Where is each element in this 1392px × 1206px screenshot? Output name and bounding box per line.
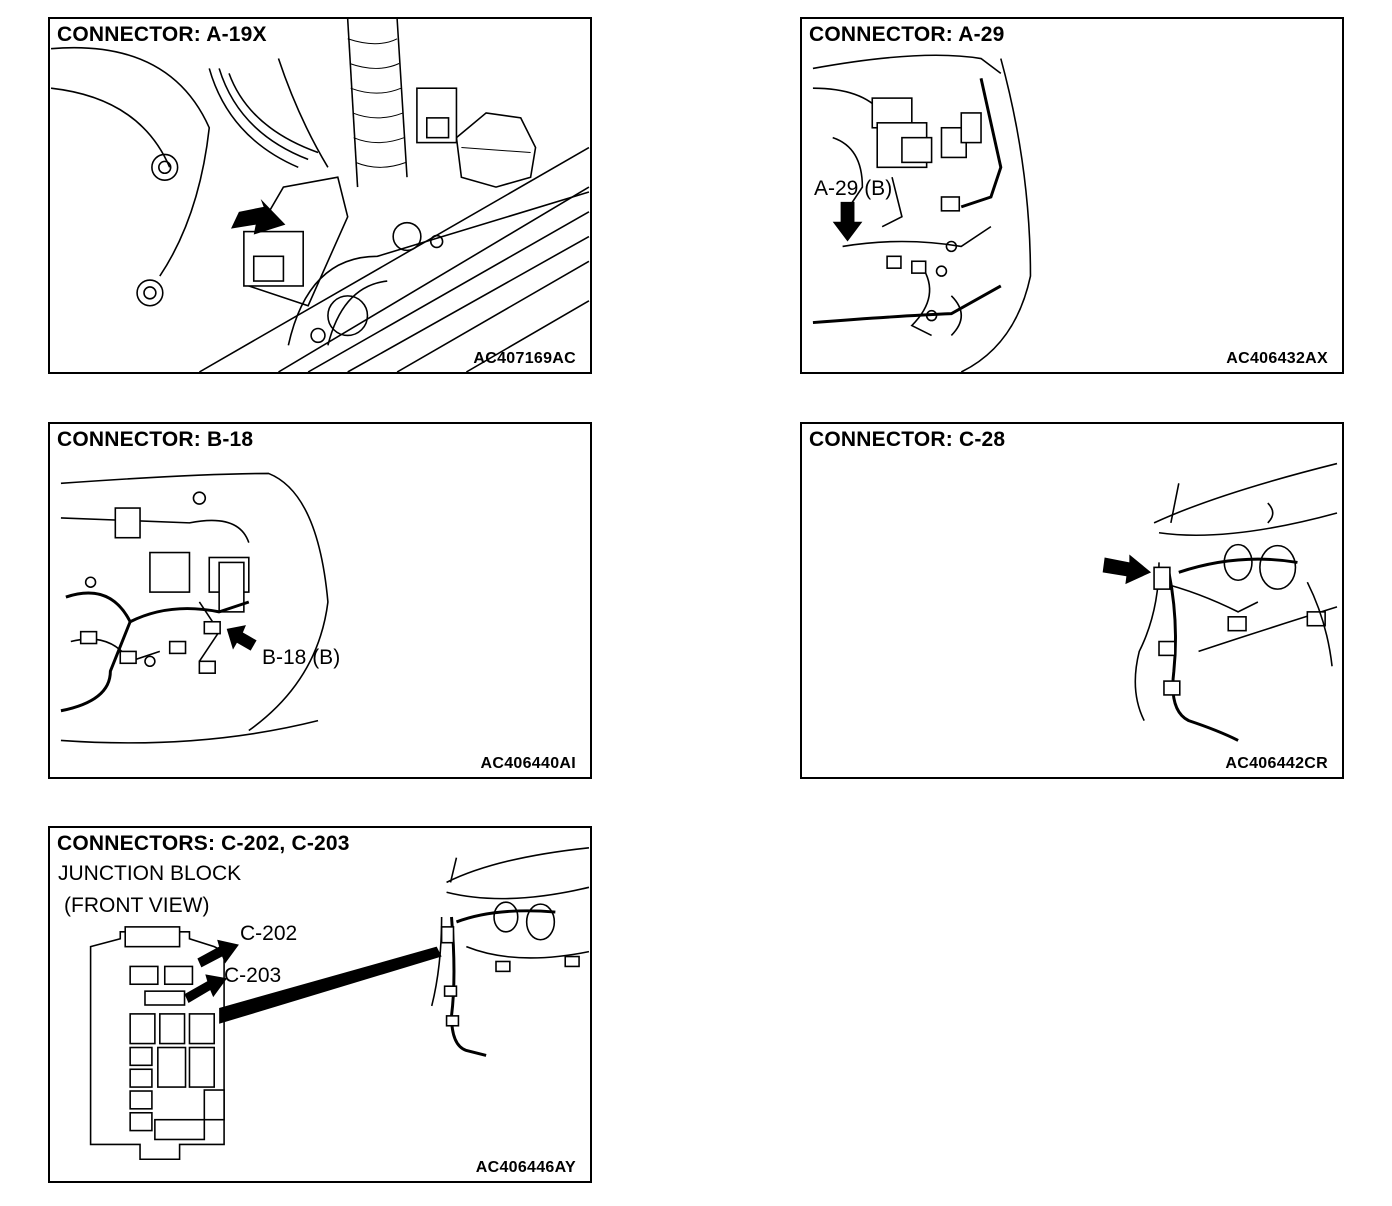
- c28-illustration: [1102, 462, 1338, 742]
- panel-connector-c28: CONNECTOR: C-28 AC406442CR: [800, 422, 1344, 779]
- callout-label: A-29 (B): [814, 177, 893, 200]
- callout-c202: C-202: [240, 922, 298, 945]
- panel-title: CONNECTORS: C-202, C-203: [57, 832, 350, 855]
- a19x-illustration: [50, 19, 590, 372]
- panel-title: CONNECTOR: B-18: [57, 428, 254, 451]
- b18-illustration: [60, 472, 329, 744]
- figure-code: AC406432AX: [1226, 350, 1328, 367]
- callout-label: B-18 (B): [262, 646, 341, 669]
- panel-title: CONNECTOR: A-19X: [57, 23, 267, 46]
- panel-connector-b18: CONNECTOR: B-18 B-18 (B) AC406440AI: [48, 422, 592, 779]
- figure-code: AC406442CR: [1225, 755, 1328, 772]
- panel-connectors-c202-c203: CONNECTORS: C-202, C-203 JUNCTION BLOCK …: [48, 826, 592, 1183]
- panel-title: CONNECTOR: C-28: [809, 428, 1006, 451]
- panel-connector-a19x: CONNECTOR: A-19X AC407169AC: [48, 17, 592, 374]
- panel-connector-a29: CONNECTOR: A-29 A-29 (B) AC406432AX: [800, 17, 1344, 374]
- front-view-label: (FRONT VIEW): [64, 894, 210, 917]
- a29-illustration: [812, 54, 1032, 372]
- junction-block-illustration: [89, 846, 590, 1161]
- figure-code: AC407169AC: [473, 350, 576, 367]
- junction-block-label: JUNCTION BLOCK: [58, 862, 242, 885]
- panel-title: CONNECTOR: A-29: [809, 23, 1005, 46]
- figure-code: AC406440AI: [480, 755, 576, 772]
- callout-c203: C-203: [224, 964, 282, 987]
- figure-code: AC406446AY: [475, 1159, 576, 1176]
